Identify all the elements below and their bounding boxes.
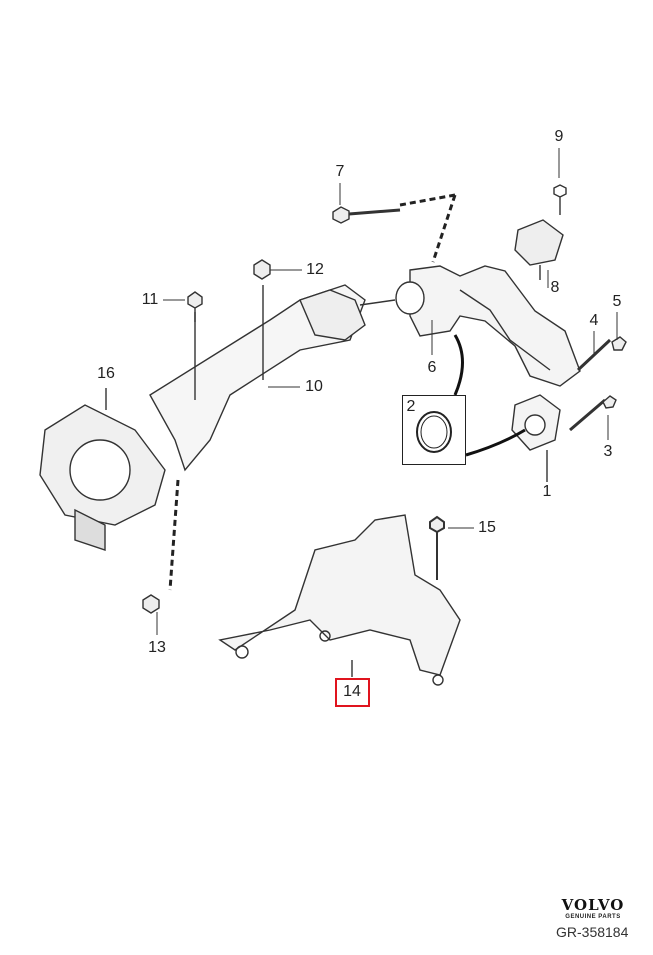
part-label-4[interactable]: 4 [589,312,599,329]
part-label-1[interactable]: 1 [542,483,552,500]
part-label-2[interactable]: 2 [406,398,416,415]
nuts-12-11-13 [142,259,271,614]
egr-pipe-6 [395,265,581,387]
diagram-reference: GR-358184 [556,924,629,940]
sensor-8 [514,184,567,280]
part-label-7[interactable]: 7 [335,163,345,180]
gasket-callout-box [402,395,466,465]
part-label-12[interactable]: 12 [306,261,324,278]
part-label-9[interactable]: 9 [554,128,564,145]
part-label-6[interactable]: 6 [427,359,437,376]
part-label-8[interactable]: 8 [550,279,560,296]
part-label-13[interactable]: 13 [148,639,166,656]
part-label-5[interactable]: 5 [612,293,622,310]
part-label-16[interactable]: 16 [97,365,115,382]
logo-brand: VOLVO [561,896,625,914]
bolts-3-4-5 [569,336,627,432]
logo-tagline: GENUINE PARTS [565,914,621,920]
bracket-14 [218,514,461,686]
hose-10 [149,284,396,591]
part-label-14[interactable]: 14 [343,683,361,700]
part-label-3[interactable]: 3 [603,443,613,460]
part-label-11[interactable]: 11 [141,291,159,308]
bolt-7 [332,193,457,263]
part-label-10[interactable]: 10 [305,378,323,395]
bolt-15 [429,515,445,580]
throttle-body-16 [39,388,166,551]
volvo-logo: VOLVO GENUINE PARTS [556,896,630,920]
flange-1 [511,394,561,482]
part-label-15[interactable]: 15 [478,519,496,536]
highlighted-part-box [335,678,370,707]
